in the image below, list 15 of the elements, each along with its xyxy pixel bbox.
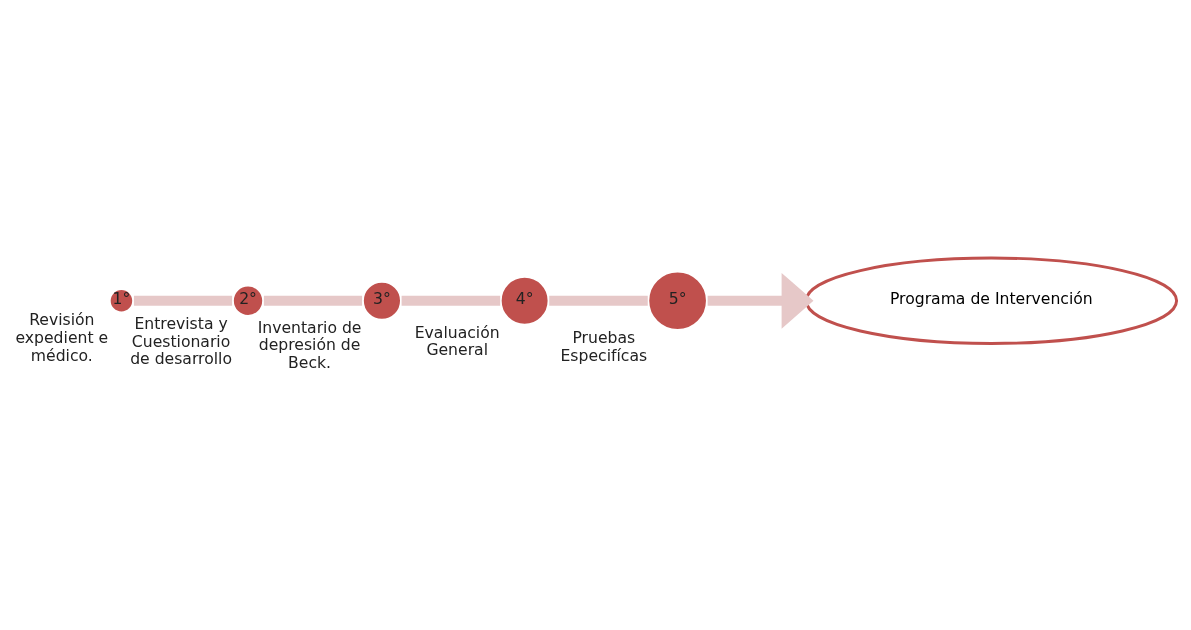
node-label: Pruebas Especifícas [560,327,648,365]
node-circle: 3° [360,279,403,322]
node-circle: 5° [646,269,709,332]
node-label: Revisión expedient e médico. [15,309,109,365]
connector [263,295,363,306]
node-circle: 4° [498,274,551,327]
node-label: Evaluación General [414,322,500,359]
node-label: Entrevista y Cuestionario de desarrollo [130,313,232,368]
node-ellipse: Programa de Intervención [804,256,1179,345]
connector [133,295,233,306]
node-circle: 2° [230,283,266,318]
connector [401,295,501,306]
arrow [707,272,814,329]
connector [549,295,648,306]
node-label: Inventario de depresión de Beck. [257,317,362,372]
